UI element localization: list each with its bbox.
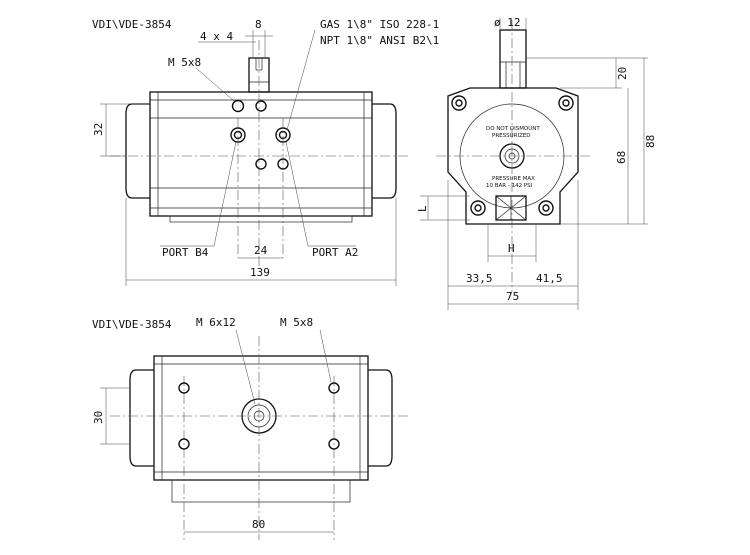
right-end-cap: [372, 103, 397, 199]
center-thread-label: M 6x12: [196, 316, 236, 329]
pressure-line1: PRESSURE MAX: [492, 176, 535, 182]
bottom-length-label: 80: [252, 518, 265, 531]
bottom-height-label: 30: [92, 411, 105, 424]
length-label: 139: [250, 266, 270, 279]
gas-label: GAS 1\8" ISO 228-1: [320, 18, 439, 31]
l-dim-label: L: [416, 205, 429, 212]
shaft-dim-label: 20: [616, 67, 629, 80]
width-dim-label: 75: [506, 290, 519, 303]
side-housing: [447, 87, 579, 225]
mount-hole: [231, 99, 245, 113]
bottom-left-cap: [129, 369, 154, 467]
left-dim-label: 33,5: [466, 272, 493, 285]
right-dim-label: 41,5: [536, 272, 563, 285]
warning-line1: DO NOT DISMOUNT: [486, 126, 540, 132]
thread-label: M 5x8: [168, 56, 201, 69]
left-end-cap: [125, 103, 150, 199]
npt-label: NPT 1\8" ANSI B2\1: [320, 34, 439, 47]
bottom-body: [153, 355, 369, 481]
port-b-label: PORT B4: [162, 246, 209, 259]
diameter-label: ø 12: [494, 16, 521, 29]
height-dim-label: 32: [92, 123, 105, 136]
total-dim-label: 88: [644, 135, 657, 148]
side-view: ø 12 20 68 88 L H 33,5 41,5 75 DO NOT DI…: [416, 16, 657, 310]
bottom-view-title: VDI\VDE-3854: [92, 318, 172, 331]
lower-strip: [169, 215, 353, 223]
mount-hole: [255, 158, 267, 170]
warning-line2: PRESSURIZED: [492, 133, 531, 139]
bottom-view: VDI\VDE-3854 M 6x12 M 5x8 30 80: [92, 316, 410, 540]
side-thread-label: M 5x8: [280, 316, 313, 329]
body-dim-label: 68: [615, 151, 628, 164]
mount-hole: [255, 100, 267, 112]
h-dim-label: H: [508, 242, 515, 255]
pressure-line2: 10 BAR - 142 PSI: [486, 183, 533, 189]
top-view-title: VDI\VDE-3854: [92, 18, 172, 31]
side-shaft: [499, 29, 527, 89]
square-label: 4 x 4: [200, 30, 233, 43]
bottom-right-cap: [368, 369, 393, 467]
port-a-label: PORT A2: [312, 246, 358, 259]
shaft-width-label: 8: [255, 18, 262, 31]
top-view: VDI\VDE-3854 4 x 4 8 M 5x8 GAS 1\8" ISO …: [92, 18, 439, 286]
port-spacing-label: 24: [254, 244, 268, 257]
